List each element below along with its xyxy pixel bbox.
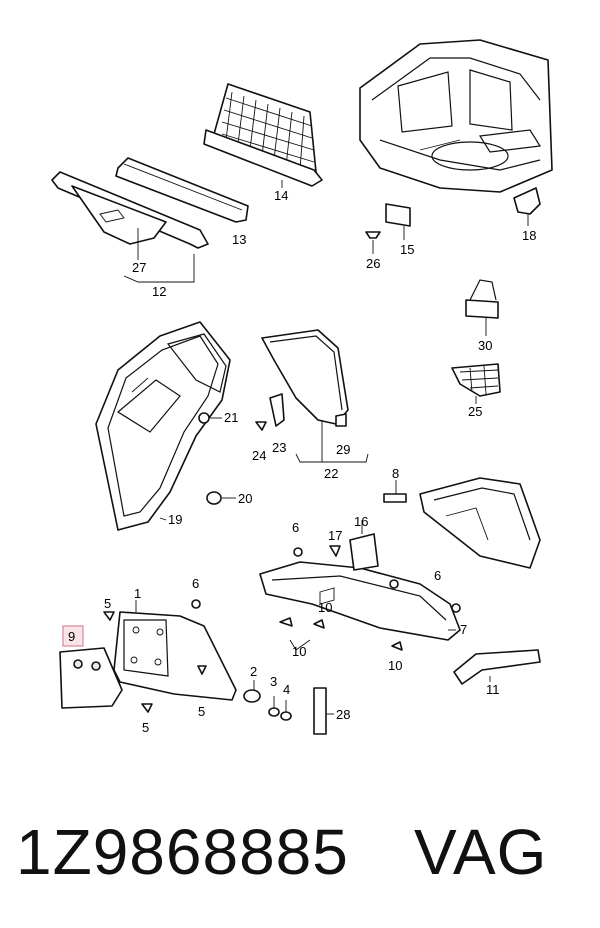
- callout-10b: 10: [388, 658, 402, 673]
- part-19-tailgate: [95, 321, 231, 531]
- highlight-box: [62, 625, 84, 647]
- part-14-luggage-net: [203, 83, 323, 188]
- car-trunk-right-illustration: [419, 477, 541, 569]
- callout-27: 27: [132, 260, 146, 275]
- part-13-shelf-cover: [115, 157, 249, 223]
- part-21-clip: [198, 412, 222, 424]
- parts-diagram: 1 2 3 4 5 5 5 6 6 6 7 8 9 10 10 10 11 12…: [51, 39, 553, 735]
- part-17-screw: [329, 545, 341, 557]
- part-25-net: [451, 363, 501, 404]
- part-26-screw: [365, 231, 381, 254]
- callout-9: 9: [68, 629, 75, 644]
- callout-4: 4: [283, 682, 290, 697]
- callout-2: 2: [250, 664, 257, 679]
- part-4-washer: [280, 700, 292, 721]
- part-24-screw: [255, 421, 267, 431]
- callout-24: 24: [252, 448, 266, 463]
- callout-11: 11: [486, 682, 500, 697]
- callout-5b: 5: [142, 720, 149, 735]
- callout-17: 17: [328, 528, 342, 543]
- part-9-mud-flap: [59, 647, 123, 709]
- callout-29: 29: [336, 442, 350, 457]
- part-29-clip: [335, 413, 347, 427]
- callout-5a: 5: [104, 596, 111, 611]
- callout-6b: 6: [192, 576, 199, 591]
- callout-14: 14: [274, 188, 288, 203]
- part-20-grommet: [206, 491, 236, 505]
- part-18-cap: [513, 187, 541, 226]
- part-number: 1Z9868885: [16, 816, 349, 888]
- part-23-hinge-cover: [269, 393, 285, 427]
- callout-6a: 6: [292, 520, 299, 535]
- callout-10a: 10: [292, 644, 306, 659]
- callout-10c: 10: [318, 600, 332, 615]
- part-28-strut: [313, 687, 334, 735]
- callout-28: 28: [336, 707, 350, 722]
- part-15-bracket: [385, 203, 411, 240]
- callout-7: 7: [460, 622, 467, 637]
- callout-16: 16: [354, 514, 368, 529]
- callout-6c: 6: [434, 568, 441, 583]
- callout-20: 20: [238, 491, 252, 506]
- part-12-luggage-cover: [51, 171, 209, 283]
- part-30-bag-hook: [465, 279, 499, 336]
- callout-13: 13: [232, 232, 246, 247]
- callout-19: 19: [168, 512, 182, 527]
- brand-name: VAG: [414, 816, 548, 888]
- caption-bar: 1Z9868885 VAG: [0, 808, 600, 898]
- car-trunk-illustration: [359, 39, 553, 193]
- callout-12: 12: [152, 284, 166, 299]
- callout-30: 30: [478, 338, 492, 353]
- callout-26: 26: [366, 256, 380, 271]
- callout-8: 8: [392, 466, 399, 481]
- part-16-bracket: [349, 520, 379, 571]
- callout-25: 25: [468, 404, 482, 419]
- part-8-clip: [383, 480, 407, 503]
- callout-23: 23: [272, 440, 286, 455]
- part-3-screw: [268, 696, 280, 717]
- callout-15: 15: [400, 242, 414, 257]
- part-5-clips: [103, 611, 207, 713]
- callout-3: 3: [270, 674, 277, 689]
- part-1-side-trim: [113, 600, 237, 701]
- part-2-cap: [243, 680, 261, 703]
- callout-1: 1: [134, 586, 141, 601]
- callout-5c: 5: [198, 704, 205, 719]
- callout-21: 21: [224, 410, 238, 425]
- part-6-nut: [191, 547, 461, 613]
- part-10-screws: [279, 617, 403, 651]
- part-7-sill-panel: [259, 561, 461, 641]
- callout-18: 18: [522, 228, 536, 243]
- part-11-trim: [453, 649, 541, 685]
- callout-22: 22: [324, 466, 338, 481]
